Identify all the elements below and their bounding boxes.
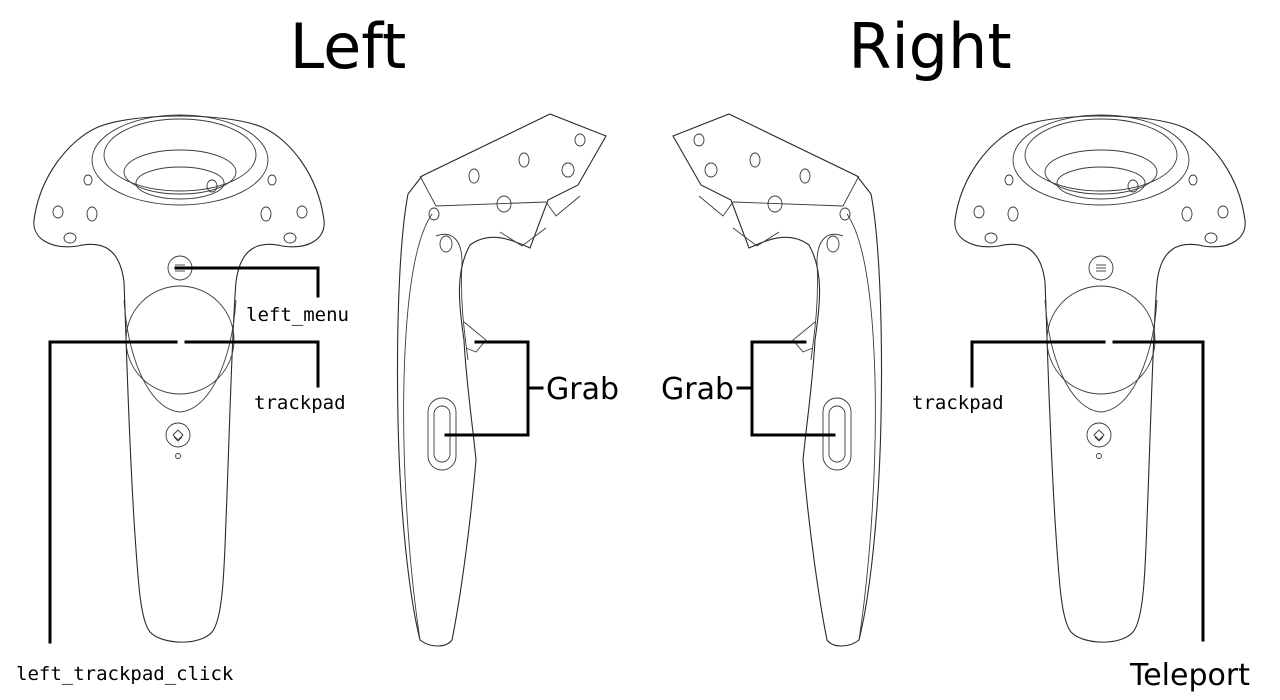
left-tracking-ring-well — [135, 166, 225, 200]
left-trackpad-label: trackpad — [254, 392, 346, 414]
right-controller-side-body — [672, 113, 883, 647]
menu-button-icon — [1088, 255, 1114, 281]
left-menu-label: left_menu — [246, 304, 349, 326]
right-grab-label: Grab — [661, 372, 734, 407]
left-side-sensor-dots — [428, 133, 586, 253]
right-trackpad-callout — [970, 340, 1106, 388]
right-controller-front-body — [954, 115, 1246, 643]
right-title: Right — [848, 10, 1011, 83]
right-controller-front — [954, 114, 1246, 643]
left-status-led — [175, 453, 181, 459]
left-grab-label: Grab — [546, 372, 619, 407]
left-trackpad-click-callout — [48, 340, 178, 644]
right-side-sensor-dots — [693, 133, 851, 253]
left-sensor-dots — [52, 174, 308, 244]
left-controller-front — [33, 114, 325, 643]
left-trackpad-callout — [184, 340, 320, 388]
left-title: Left — [290, 10, 407, 83]
teleport-label: Teleport — [1129, 658, 1250, 693]
right-trackpad-ring — [1046, 285, 1156, 395]
teleport-callout — [1112, 340, 1205, 642]
right-trackpad-label: trackpad — [912, 392, 1004, 414]
left-trackpad-click-label: left_trackpad_click — [16, 663, 234, 685]
left-controller-side — [396, 113, 607, 647]
system-button-icon — [165, 422, 191, 448]
right-controller-side — [672, 113, 883, 647]
left-controller-side-body — [396, 113, 607, 647]
left-trackpad-ring — [125, 285, 235, 395]
left-tracking-ring-outer — [91, 114, 269, 206]
left-trackpad-bezel — [123, 299, 237, 413]
left-menu-callout — [174, 266, 320, 298]
left-tracking-ring-inner — [103, 118, 257, 192]
left-tracking-ring-lip — [123, 149, 237, 195]
right-sensor-dots — [973, 174, 1229, 244]
system-button-icon — [1086, 422, 1112, 448]
left-controller-front-body — [33, 115, 325, 643]
